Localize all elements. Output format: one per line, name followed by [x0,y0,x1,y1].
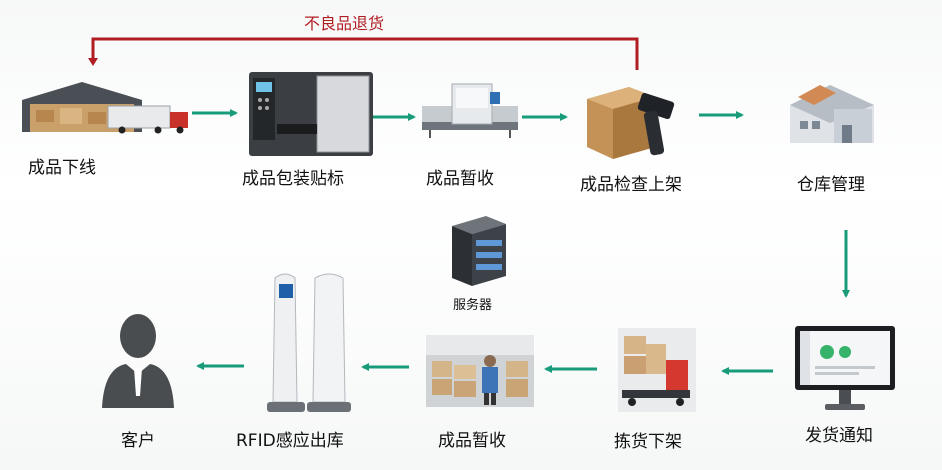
handheld-scanner-icon [587,87,675,159]
return-flow-label: 不良品退货 [304,14,385,33]
server-icon [452,216,506,286]
step-label-customer: 客户 [121,431,155,451]
step-label-picking-unshelving: 拣货下架 [614,432,682,452]
step-label-warehouse-management: 仓库管理 [797,175,865,195]
step-label-shipping-notice: 发货通知 [805,426,873,446]
step-label-temp-receiving-1: 成品暂收 [426,169,494,189]
customer-avatar-icon [102,314,174,408]
warehouse-truck-icon [22,82,188,134]
rfid-gate-icon [267,273,351,412]
warehouse-worker-photo [426,335,534,407]
warehouse-building-icon [790,85,874,143]
step-label-packaging-labeling: 成品包装贴标 [242,169,344,189]
step-label-temp-receiving-2: 成品暂收 [438,431,506,451]
label-printer-icon [249,72,373,156]
step-label-rfid-exit: RFID感应出库 [236,431,344,451]
pallet-truck-icon [618,328,696,412]
step-label-production-off-line: 成品下线 [28,158,96,178]
conveyor-reader-icon [422,83,518,138]
step-label-inspection-shelving: 成品检查上架 [580,175,682,195]
monitor-icon [795,326,895,410]
server-label: 服务器 [453,298,493,313]
